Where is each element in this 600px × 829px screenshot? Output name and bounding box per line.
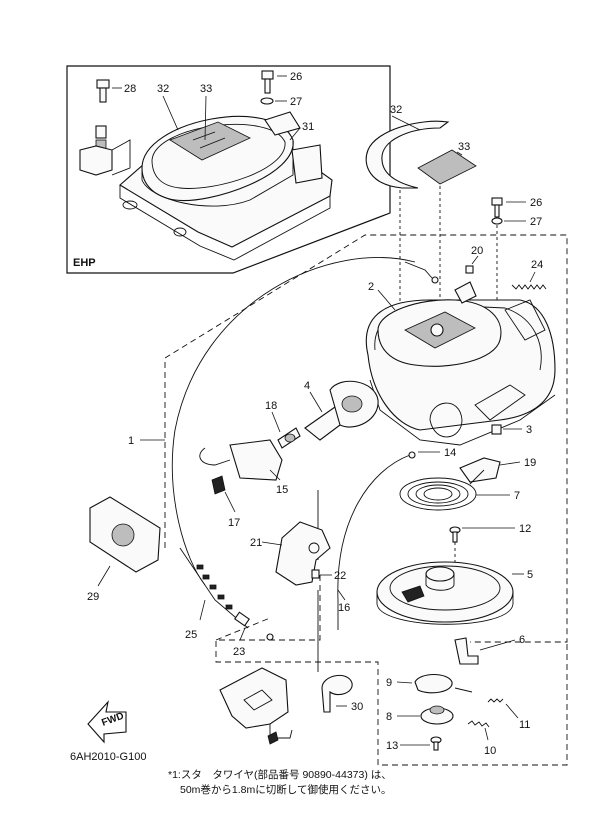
bolt-26 (491, 197, 503, 218)
cord-16 (337, 454, 411, 630)
callout-4: 4 (304, 380, 310, 392)
decal-33 (417, 149, 477, 185)
callout-11: 11 (519, 719, 530, 731)
fwd-arrow: FWD (87, 700, 127, 744)
inset-bolt-26 (261, 70, 274, 94)
callout-17: 17 (228, 517, 240, 529)
callout-5: 5 (527, 569, 533, 581)
collar-3 (491, 424, 502, 435)
callout-18: 18 (265, 400, 277, 412)
callout-26: 26 (290, 71, 302, 83)
assembly-1-outline (164, 234, 568, 643)
spring-11 (487, 698, 504, 703)
bolt-13 (430, 736, 442, 751)
bracket-assembly (219, 667, 289, 729)
callout-16: 16 (338, 602, 350, 614)
footnote-line-2: 50m巻から1.8mに切断して御使用ください。 (180, 783, 391, 796)
callout-3: 3 (526, 424, 532, 436)
pawl-20 (454, 281, 477, 304)
starter-housing-2 (365, 299, 556, 446)
callout-1: 1 (128, 435, 134, 447)
callout-32: 32 (390, 104, 402, 116)
spring-24 (511, 284, 547, 290)
callout-32-inset: 32 (157, 83, 169, 95)
callout-2: 2 (368, 281, 374, 293)
callout-24: 24 (531, 259, 543, 271)
callout-23: 23 (233, 646, 245, 658)
plate-19 (459, 457, 501, 483)
callout-9: 9 (386, 677, 392, 689)
callout-12: 12 (519, 523, 531, 535)
sub-assembly-outline (215, 575, 568, 766)
spring-10 (467, 720, 490, 728)
bolt-22 (311, 569, 320, 579)
bracket-15 (229, 439, 283, 481)
inset-label: EHP (73, 257, 96, 269)
plate-9 (414, 673, 453, 694)
inset-washer-27 (260, 97, 274, 105)
callout-22: 22 (334, 570, 346, 582)
callout-13: 13 (386, 740, 398, 752)
inset-bolt-28 (96, 79, 110, 103)
callout-6: 6 (519, 634, 525, 646)
callout-33-inset: 33 (200, 83, 212, 95)
handle-30 (321, 674, 353, 713)
callout-15: 15 (276, 484, 288, 496)
callout-27: 27 (290, 96, 302, 108)
bolt-12 (449, 526, 461, 543)
spiral-spring-7 (399, 469, 485, 511)
callout-14: 14 (444, 447, 456, 459)
callout-26-main: 26 (530, 197, 542, 209)
pulley-5 (376, 561, 514, 625)
callout-20: 20 (471, 245, 483, 257)
callout-28: 28 (124, 83, 136, 95)
callout-30: 30 (351, 701, 363, 713)
callout-25: 25 (185, 629, 197, 641)
diagram-code: 6AH2010-G100 (70, 751, 146, 763)
callout-33: 33 (458, 141, 470, 153)
callout-27-main: 27 (530, 216, 542, 228)
pawl-6 (454, 637, 479, 665)
starter-wire-25 (171, 257, 416, 586)
callout-31: 31 (302, 121, 314, 133)
washer-27 (491, 217, 503, 225)
callout-8: 8 (386, 711, 392, 723)
ehp-inset: EHP 28 26 27 (66, 65, 391, 274)
decal-32 (365, 120, 450, 189)
callout-21: 21 (250, 537, 262, 549)
callout-29: 29 (87, 591, 99, 603)
drive-plate-8 (420, 705, 454, 725)
bracket-21 (275, 521, 331, 586)
callout-19: 19 (524, 457, 536, 469)
callout-10: 10 (484, 745, 496, 757)
wire-end-23 (234, 611, 250, 627)
inset-label-plate (169, 121, 251, 161)
footnote-line-1: *1:スタ タワイヤ(部品番号 90890-44373) は、 (168, 768, 392, 781)
callout-7: 7 (514, 490, 520, 502)
